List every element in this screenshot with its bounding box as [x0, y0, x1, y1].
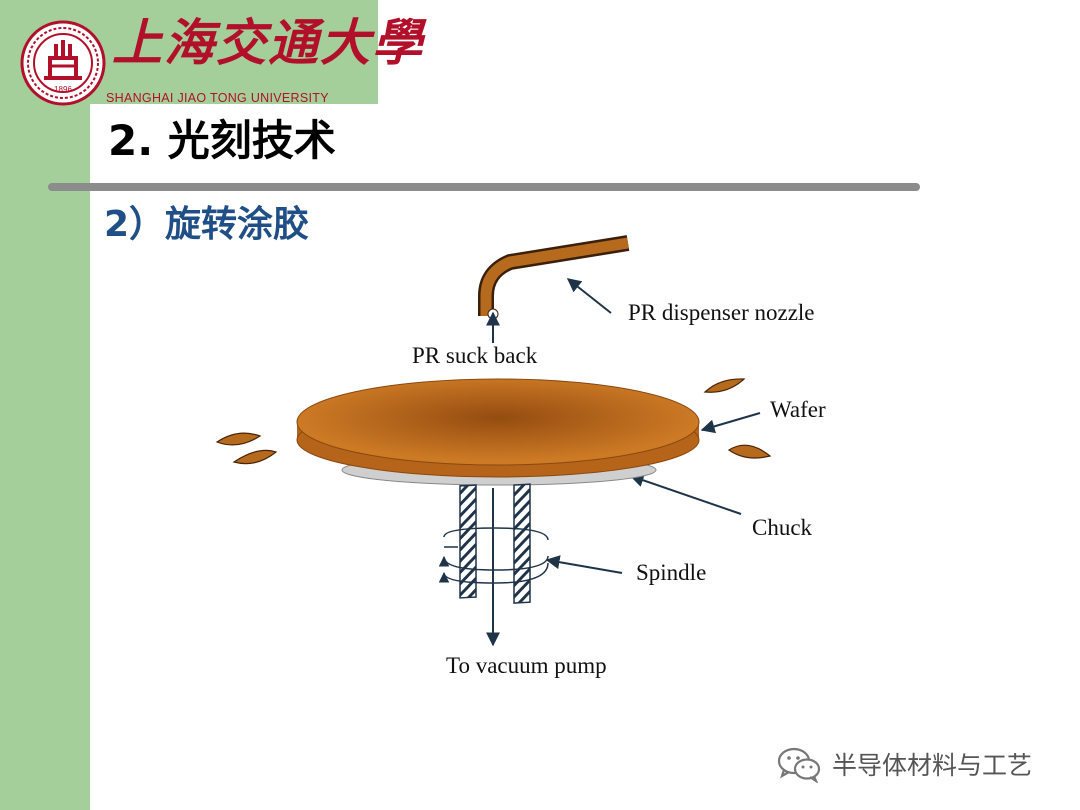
section-subtitle: 2）旋转涂胶 [104, 204, 310, 245]
resist-droplets [215, 378, 772, 465]
title-divider [48, 183, 920, 191]
label-pr-suck-back: PR suck back [412, 343, 538, 368]
watermark: 半导体材料与工艺 [776, 744, 1032, 784]
wafer-pointer-arrow [700, 412, 761, 434]
university-name-cn: 上海交通大學 [112, 13, 424, 72]
left-green-band [0, 0, 90, 810]
label-pr-dispenser-nozzle: PR dispenser nozzle [628, 300, 815, 325]
wafer [296, 378, 700, 478]
droplet-top-right [703, 378, 746, 393]
university-seal-icon: 1896 [20, 20, 106, 106]
wechat-icon [777, 747, 821, 783]
page-title: 2. 光刻技术 [108, 116, 336, 165]
droplet-left-lower [232, 449, 278, 465]
spindle [459, 483, 531, 604]
university-name-en: SHANGHAI JIAO TONG UNIVERSITY [106, 91, 329, 105]
label-spindle: Spindle [636, 560, 706, 585]
label-wafer: Wafer [770, 397, 826, 422]
rotation-arrows [438, 527, 549, 584]
label-to-vacuum-pump: To vacuum pump [446, 653, 607, 678]
nozzle-pointer-arrow [566, 278, 612, 314]
watermark-text: 半导体材料与工艺 [832, 751, 1033, 780]
pr-dispenser-nozzle [478, 235, 630, 320]
chuck-pointer-arrow [629, 473, 742, 515]
logo-year: 1896 [54, 85, 72, 94]
droplet-right [727, 444, 772, 459]
spindle-pointer-arrow [545, 555, 623, 574]
droplet-left-upper [215, 432, 262, 446]
label-chuck: Chuck [752, 515, 813, 540]
